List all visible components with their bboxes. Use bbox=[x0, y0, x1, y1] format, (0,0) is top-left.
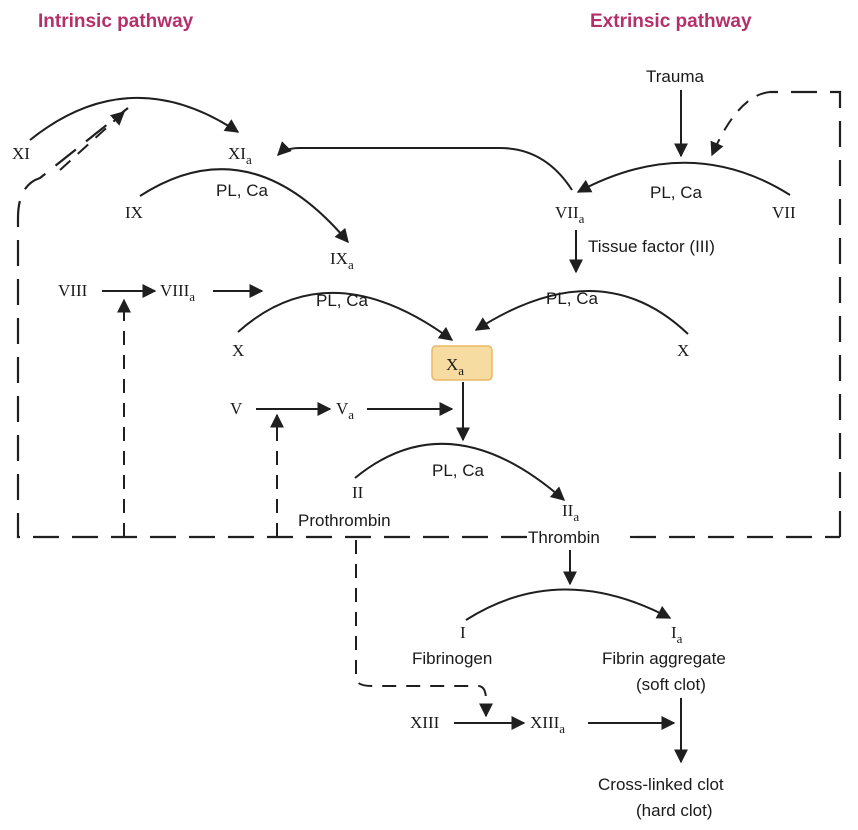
cofactor-label-extrinsic-tenase: PL, Ca bbox=[546, 289, 599, 308]
intrinsic-x-to-xa-arrow bbox=[237, 292, 454, 341]
hard-clot-label: (hard clot) bbox=[636, 801, 713, 820]
cofactor-label-intrinsic-tenase: PL, Ca bbox=[316, 291, 369, 310]
soft-clot-label: (soft clot) bbox=[636, 675, 706, 694]
crosslinked-clot-label: Cross-linked clot bbox=[598, 775, 724, 794]
ii-to-iia-arrow bbox=[354, 442, 566, 501]
factor-va: Va bbox=[336, 399, 354, 422]
xi-to-xia-arrow bbox=[29, 97, 240, 141]
factor-xiii: XIII bbox=[410, 713, 440, 732]
thrombin-to-xiiia-arrow bbox=[355, 540, 493, 718]
trauma-label: Trauma bbox=[646, 67, 704, 86]
thrombin-feedback-loop bbox=[16, 90, 842, 539]
fibrinogen-label: Fibrinogen bbox=[412, 649, 492, 668]
i-to-ia-arrow bbox=[465, 588, 672, 621]
cofactor-label-vii: PL, Ca bbox=[650, 183, 703, 202]
factor-x-extrinsic: X bbox=[677, 341, 689, 360]
viia-to-xia-arrow bbox=[277, 141, 573, 191]
feedback-arrow-to-viia bbox=[710, 91, 771, 157]
factor-xa: Xa bbox=[446, 355, 464, 378]
factor-ii: II bbox=[352, 483, 364, 502]
extrinsic-pathway-header: Extrinsic pathway bbox=[590, 11, 752, 32]
feedback-arrow-to-xia bbox=[59, 111, 126, 171]
prothrombin-label: Prothrombin bbox=[298, 511, 391, 530]
factor-iia: IIa bbox=[562, 501, 579, 524]
xa-highlight-box bbox=[431, 345, 493, 381]
intrinsic-pathway-header: Intrinsic pathway bbox=[38, 11, 194, 32]
factor-xi: XI bbox=[12, 144, 30, 163]
ix-to-ixa-arrow bbox=[139, 168, 349, 244]
factor-xiiia: XIIIa bbox=[530, 713, 565, 736]
factor-xia: XIa bbox=[228, 144, 252, 167]
cofactor-label-prothrombinase: PL, Ca bbox=[432, 461, 485, 480]
factor-vii: VII bbox=[772, 203, 796, 222]
cofactor-label-ix: PL, Ca bbox=[216, 181, 269, 200]
factor-viia: VIIa bbox=[555, 203, 585, 226]
fibrin-aggregate-label: Fibrin aggregate bbox=[602, 649, 726, 668]
thrombin-label: Thrombin bbox=[528, 528, 600, 547]
vii-to-viia-arrow bbox=[576, 161, 791, 196]
tissue-factor-label: Tissue factor (III) bbox=[588, 237, 715, 256]
factor-ixa: IXa bbox=[330, 249, 354, 272]
extrinsic-x-to-xa-arrow bbox=[474, 290, 689, 335]
factor-ix: IX bbox=[125, 203, 143, 222]
factor-i: I bbox=[460, 623, 466, 642]
factor-ia: Ia bbox=[671, 623, 683, 646]
factor-viiia: VIIIa bbox=[160, 281, 195, 304]
factor-x-intrinsic: X bbox=[232, 341, 244, 360]
factor-viii: VIII bbox=[58, 281, 88, 300]
factor-v: V bbox=[230, 399, 243, 418]
